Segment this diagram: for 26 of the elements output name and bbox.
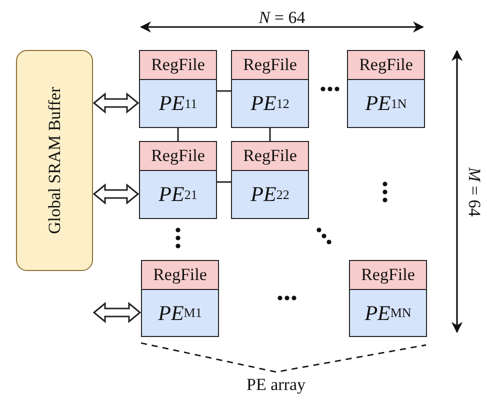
double-arrow: [92, 183, 140, 205]
processing-element-box: [231, 141, 309, 219]
processing-element-box: [139, 141, 217, 219]
double-arrow: [92, 302, 142, 324]
register-file-band: RegFile: [350, 261, 426, 290]
connector-line: [217, 181, 231, 183]
register-file-band: RegFile: [232, 51, 308, 80]
dimension-label: N = 64: [258, 8, 306, 28]
double-arrow: [92, 92, 140, 114]
processing-element-box: [139, 50, 217, 128]
array-caption: PE array: [246, 375, 306, 395]
buffer-label: Global SRAM Buffer: [44, 86, 64, 234]
connector-line: [217, 90, 231, 92]
buffer-box: [16, 50, 93, 271]
processing-element-box: [347, 50, 425, 128]
register-file-band: RegFile: [142, 261, 218, 290]
connector-line: [269, 128, 271, 141]
processing-element-box: [231, 50, 309, 128]
register-file-band: RegFile: [348, 51, 424, 80]
register-file-band: RegFile: [140, 51, 216, 80]
connector-line: [177, 128, 179, 141]
dimension-label: M = 64: [464, 167, 484, 217]
processing-element-box: [349, 260, 427, 337]
register-file-band: RegFile: [232, 142, 308, 171]
register-file-band: RegFile: [140, 142, 216, 171]
processing-element-box: [141, 260, 219, 337]
